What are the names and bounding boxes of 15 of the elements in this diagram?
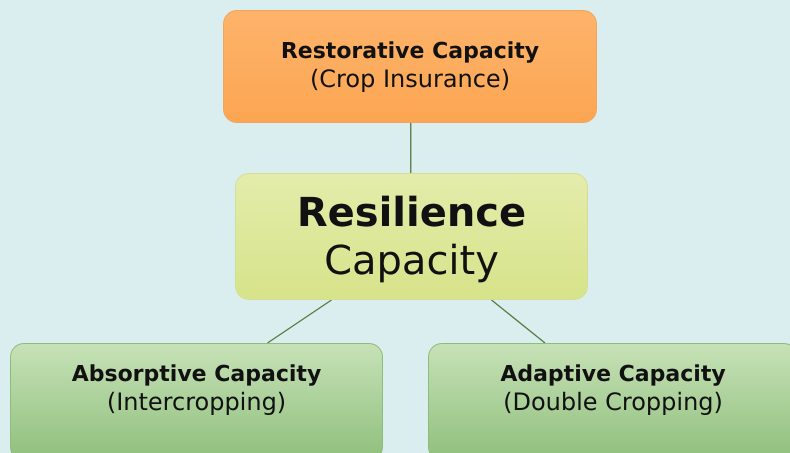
connector-line — [491, 300, 546, 344]
capacity-box — [235, 173, 588, 300]
connector-line — [267, 299, 332, 344]
box-subtitle: (Intercropping) — [106, 388, 286, 418]
box-title: Adaptive Capacity — [500, 362, 726, 388]
capacity-box — [223, 10, 597, 123]
box-subtitle: (Double Cropping) — [503, 388, 723, 418]
box-title: Absorptive Capacity — [72, 362, 322, 388]
capacity-box — [428, 343, 790, 453]
connector-line — [410, 123, 412, 173]
box-subtitle: Capacity — [324, 236, 499, 284]
capacity-box — [10, 343, 383, 453]
box-title: Resilience — [296, 188, 526, 236]
box-subtitle: (Crop Insurance) — [310, 65, 510, 94]
box-title: Restorative Capacity — [280, 38, 540, 66]
